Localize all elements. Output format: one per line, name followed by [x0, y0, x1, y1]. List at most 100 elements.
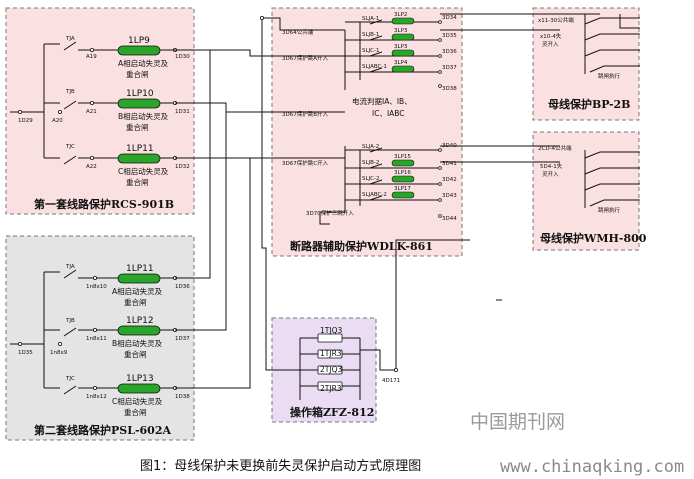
rcs-mid-node: A20 [52, 118, 63, 124]
watermark-url: www.chinaqking.com [500, 457, 684, 477]
rcs-bus-terminal: 1D29 [18, 118, 33, 124]
wdlk-g2-term-2: 3D41 [442, 161, 457, 167]
wdlk-input-b: 3D67保护跳B开入 [282, 110, 329, 118]
wmh-common: 2CD-4公共端 [538, 144, 572, 152]
psl-term-b: 1D37 [175, 336, 190, 342]
wdlk-g2-contact-b: SLJB-2 [362, 160, 379, 166]
zfz-out-term: 4D171 [382, 378, 400, 384]
wdlk-g1-relay-1: 3LP2 [394, 12, 407, 18]
psl-602a-title: 第二套线路保护PSL-602A [34, 423, 171, 437]
psl-bus-terminal: 1D35 [18, 350, 33, 356]
psl-desc-c: C相启动失灵及 [112, 396, 163, 406]
rcs-node-c: A22 [86, 164, 97, 170]
wdlk-g1-relay-2: 3LP3 [394, 28, 408, 34]
wdlk-g2-contact-c: SLJC-2 [362, 176, 380, 182]
bp2b-exec: 跳闸执行 [598, 72, 621, 80]
psl-term-c: 1D38 [175, 394, 190, 400]
bp2b-input2: 灵开入 [542, 41, 559, 48]
wmh-800-box [532, 131, 640, 251]
bp-2b-box [532, 7, 640, 121]
wdlk-current-label2: IC、IABC [372, 109, 405, 118]
rcs-term-a: 1D30 [175, 54, 190, 60]
bp-2b-group: x11-30公共端 x10-4失 灵开入 跳闸执行 母线保护BP-2B [538, 14, 640, 111]
bp-2b-title: 母线保护BP-2B [548, 97, 630, 111]
wdlk-g2-relay-2: 3LP16 [394, 170, 411, 176]
rcs-relay-c: 1LP11 [126, 144, 154, 154]
zfz-relay-2: 1TJR3 [320, 349, 342, 358]
zfz-relay-4: 2TJR3 [320, 384, 342, 393]
wdlk-g2-contact-abc: SLJABC-2 [362, 192, 387, 198]
wmh-exec: 跳闸执行 [598, 206, 621, 214]
rcs-term-c: 1D32 [175, 164, 190, 170]
rcs-901b-title: 第一套线路保护RCS-901B [34, 197, 174, 211]
rcs-desc2-c: 重合闸 [126, 177, 149, 187]
wdlk-g2-term-3: 3D42 [442, 177, 457, 183]
wdlk-common: 3D64公共端 [282, 28, 314, 36]
wdlk-861-box [271, 7, 463, 257]
wdlk-861-title: 断路器辅助保护WDLK-861 [290, 239, 433, 253]
wdlk-current-label: 电流判据IA、IB、 [352, 96, 412, 106]
rcs-node-b: A21 [86, 109, 97, 115]
wdlk-g1-contact-b: SLJB-1 [362, 32, 379, 38]
psl-switch-b: TJB [65, 318, 75, 324]
zfz-relay-1: 1TJQ3 [320, 326, 342, 335]
psl-switch-a: TJA [65, 264, 75, 270]
rcs-switch-b: TJB [65, 89, 75, 95]
wdlk-g1-contact-a: SLJA-1 [362, 16, 379, 22]
rcs-relay-a: 1LP9 [128, 36, 150, 46]
rcs-switch-c: TJC [65, 144, 75, 150]
wdlk-input-three: 3D70保护三跳开入 [306, 209, 354, 217]
wdlk-input-a: 3D67保护跳A开入 [282, 54, 328, 62]
wmh-input2: 灵开入 [542, 171, 559, 178]
rcs-node-a: A19 [86, 54, 97, 60]
wdlk-g1-term-2: 3D35 [442, 33, 457, 39]
psl-desc2-a: 重合闸 [124, 297, 147, 307]
wmh-800-title: 母线保护WMH-800 [540, 231, 647, 245]
psl-desc-a: A相启动失灵及 [112, 286, 163, 296]
psl-desc2-b: 重合闸 [124, 349, 147, 359]
wdlk-g2-relay-3: 3LP17 [394, 186, 411, 192]
psl-mid-node: 1n8x9 [50, 350, 68, 356]
wdlk-g1-relay-3: 3LP3 [394, 44, 408, 50]
psl-602a-box [5, 235, 195, 441]
wmh-800-group: 2CD-4公共端 5D4-1失 灵开入 跳闸执行 母线保护WMH-800 [538, 144, 647, 245]
wmh-input: 5D4-1失 [540, 162, 563, 170]
rcs-desc-b: B相启动失灵及 [118, 111, 169, 121]
zfz-relay-3: 2TJQ3 [320, 365, 342, 374]
wdlk-g1-term-1: 3D34 [442, 15, 457, 21]
rcs-relay-b: 1LP10 [126, 89, 154, 99]
rcs-desc-c: C相启动失灵及 [118, 166, 169, 176]
figure-caption: 图1：母线保护未更换前失灵保护启动方式原理图 [140, 458, 421, 474]
wdlk-g1-contact-abc: SLJABC-1 [362, 64, 387, 70]
wdlk-g1-term-4: 3D37 [442, 65, 457, 71]
rcs-desc2-b: 重合闸 [126, 122, 149, 132]
bp2b-input: x10-4失 [540, 32, 562, 40]
psl-node-c: 1n8x12 [86, 394, 107, 400]
wdlk-g2-relay-1: 3LP15 [394, 154, 411, 160]
wdlk-g2-term-5: 3D44 [442, 216, 457, 222]
wdlk-g2-contact-a: SLJA-2 [362, 144, 379, 150]
wdlk-input-c: 3D67保护跳C开入 [282, 159, 329, 167]
wdlk-g1-term-3: 3D36 [442, 49, 457, 55]
psl-switch-c: TJC [65, 376, 75, 382]
psl-relay-c: 1LP13 [126, 374, 154, 384]
wdlk-g1-relay-4: 3LP4 [394, 60, 408, 66]
psl-node-a: 1n8x10 [86, 284, 107, 290]
rcs-term-b: 1D31 [175, 109, 190, 115]
psl-node-b: 1n8x11 [86, 336, 107, 342]
watermark-logo: 中国期刊网 [470, 411, 565, 433]
wdlk-g2-term-1: 3D40 [442, 143, 457, 149]
zfz-812-title: 操作箱ZFZ-812 [290, 405, 374, 419]
interconnect-wires [175, 13, 600, 389]
rcs-desc2-a: 重合闸 [126, 69, 149, 79]
rcs-901b-box [5, 7, 195, 215]
rcs-901b-group: 1D29 A20 TJA A19 1LP9 1D30 A相启动失灵及 重合闸 T… [10, 36, 190, 211]
zfz-812-group: 1TJQ3 1TJR3 2TJQ3 2TJR3 4D171 操作箱ZFZ-812 [290, 326, 400, 419]
rcs-switch-a: TJA [65, 36, 75, 42]
psl-relay-a: 1LP11 [126, 264, 154, 274]
wdlk-g1-contact-c: SLJC-1 [362, 48, 380, 54]
psl-desc-b: B相启动失灵及 [112, 338, 163, 348]
psl-term-a: 1D36 [175, 284, 190, 290]
wdlk-g2-term-4: 3D43 [442, 193, 457, 199]
